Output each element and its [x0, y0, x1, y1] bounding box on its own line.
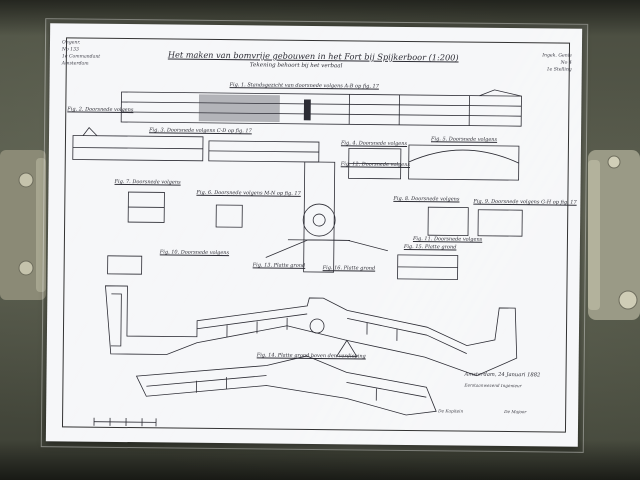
floor-plan: [135, 355, 437, 416]
technical-drawing: [72, 89, 523, 427]
floor-plan: [105, 285, 518, 377]
wall-shadow: [0, 440, 640, 480]
hinge-left: [0, 150, 46, 300]
elevation-drawing: [120, 89, 522, 127]
section-drawing: [72, 127, 320, 163]
section-drawing: [348, 144, 523, 280]
blueprint-sheet: Het maken van bomvrije gebouwen in het F…: [40, 18, 589, 453]
scale-bar: [93, 417, 157, 427]
hinge-right: [588, 150, 640, 320]
section-drawing: [265, 161, 388, 273]
section-drawing: [107, 191, 243, 275]
